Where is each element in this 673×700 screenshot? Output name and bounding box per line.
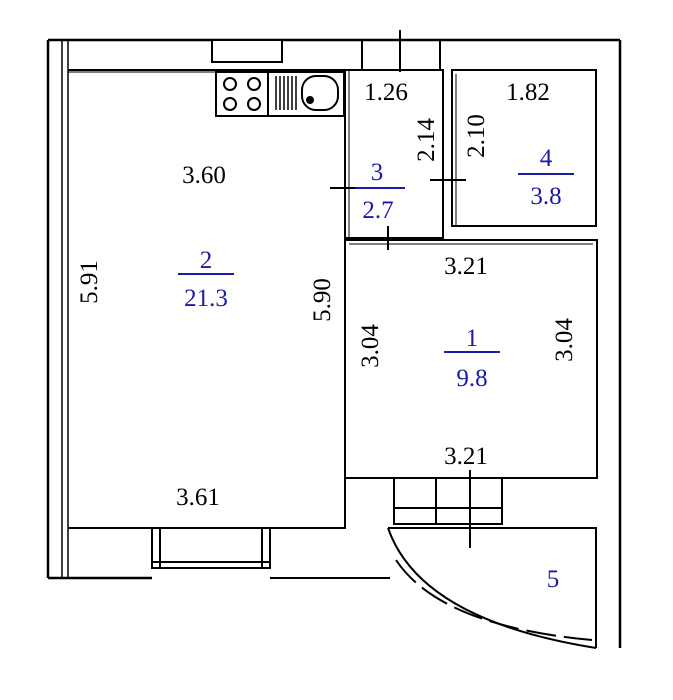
dim-room3-top: 1.26 (364, 79, 408, 106)
room-2-number: 2 (200, 247, 213, 274)
room-3-area: 2.7 (362, 197, 393, 224)
room-4-area: 3.8 (530, 183, 561, 210)
dim-room1-left: 3.04 (357, 324, 384, 368)
room-4-label: 4 3.8 (518, 145, 574, 210)
top-window (211, 39, 283, 63)
sink-icon (267, 71, 345, 117)
dim-room4-top: 1.82 (506, 79, 550, 106)
room-5-balcony (387, 527, 621, 649)
room-3-number: 3 (371, 159, 384, 186)
dim-room2-bottom: 3.61 (176, 484, 220, 511)
room-3-label: 3 2.7 (355, 159, 405, 224)
room-2-area: 21.3 (184, 285, 228, 312)
room-5-label: 5 (547, 566, 560, 593)
dim-room1-right: 3.04 (551, 318, 578, 362)
room-5-number: 5 (547, 566, 560, 593)
room-1-area: 9.8 (456, 365, 487, 392)
dim-room2-right: 5.90 (309, 278, 336, 322)
outer-walls (46, 38, 622, 648)
room-4-walls (430, 69, 597, 227)
dim-room1-top: 3.21 (444, 253, 488, 280)
dim-room2-top: 3.60 (182, 162, 226, 189)
balcony-door (393, 470, 503, 548)
stove-icon (215, 71, 269, 117)
room-2-bottom-window (151, 527, 271, 569)
top-opening (361, 30, 441, 72)
room-1-number: 1 (466, 325, 479, 352)
dim-room1-bottom: 3.21 (444, 443, 488, 470)
room-4-number: 4 (540, 145, 553, 172)
room-1-label: 1 9.8 (444, 325, 500, 392)
dim-room4-left: 2.10 (463, 114, 490, 158)
dim-room3-right: 2.14 (413, 118, 440, 162)
room-3-walls (330, 69, 444, 250)
room-2-label: 2 21.3 (178, 247, 234, 312)
dim-room2-left: 5.91 (76, 260, 103, 304)
